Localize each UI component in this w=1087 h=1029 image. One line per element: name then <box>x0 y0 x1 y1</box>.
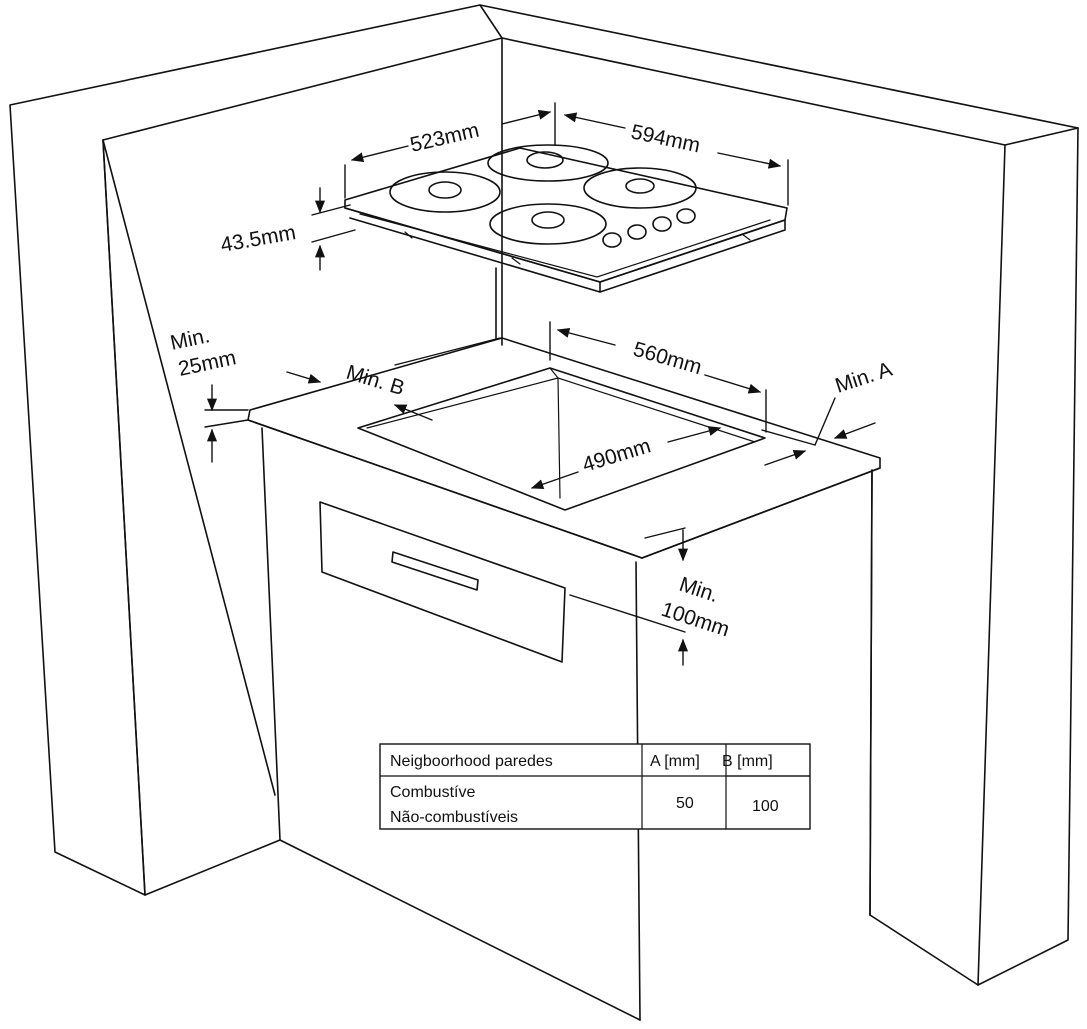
drawer <box>319 501 566 663</box>
knob-3 <box>652 216 672 232</box>
gas-hob <box>344 144 788 293</box>
table-row-label-line1: Combustíve <box>390 784 475 801</box>
knob-2 <box>627 224 647 240</box>
table-header-b: B [mm] <box>722 753 773 770</box>
table-cell-b-value: 100 <box>752 798 779 815</box>
label-min-front-line2: 100mm <box>658 598 732 642</box>
table-row-label-line2: Não-combustíveis <box>390 809 518 826</box>
table-header-neighborhood: Neigboorhood paredes <box>390 753 553 770</box>
label-hob-height: 43.5mm <box>219 221 298 257</box>
burner-front-left <box>428 181 462 199</box>
label-min-b: Min. B <box>344 361 408 400</box>
table-cell-a-value: 50 <box>676 795 694 812</box>
label-hob-width: 594mm <box>629 120 702 157</box>
cutout-opening <box>357 367 766 511</box>
label-cutout-depth: 490mm <box>580 434 654 476</box>
dimension-lines <box>204 102 876 666</box>
dimension-labels: 523mm 594mm 43.5mm 560mm 490mm Min. A Mi… <box>168 119 895 642</box>
label-min-front-line1: Min. <box>676 573 721 607</box>
label-min-top-line1: Min. <box>168 324 212 355</box>
burner-back-center <box>526 151 564 169</box>
knob-1 <box>602 232 622 248</box>
label-min-a: Min. A <box>832 358 895 398</box>
label-hob-depth: 523mm <box>408 119 481 157</box>
knob-4 <box>676 208 696 224</box>
burner-right <box>625 178 655 194</box>
right-wall <box>869 127 1079 986</box>
drawer-handle <box>391 551 479 591</box>
back-wall <box>479 4 1079 346</box>
burner-front-center <box>531 211 565 229</box>
label-cutout-width: 560mm <box>631 338 705 379</box>
table-header-a: A [mm] <box>650 753 700 770</box>
cabinet <box>247 337 881 1021</box>
clearance-table: Neigboorhood paredes A [mm] B [mm] Combu… <box>379 743 811 830</box>
